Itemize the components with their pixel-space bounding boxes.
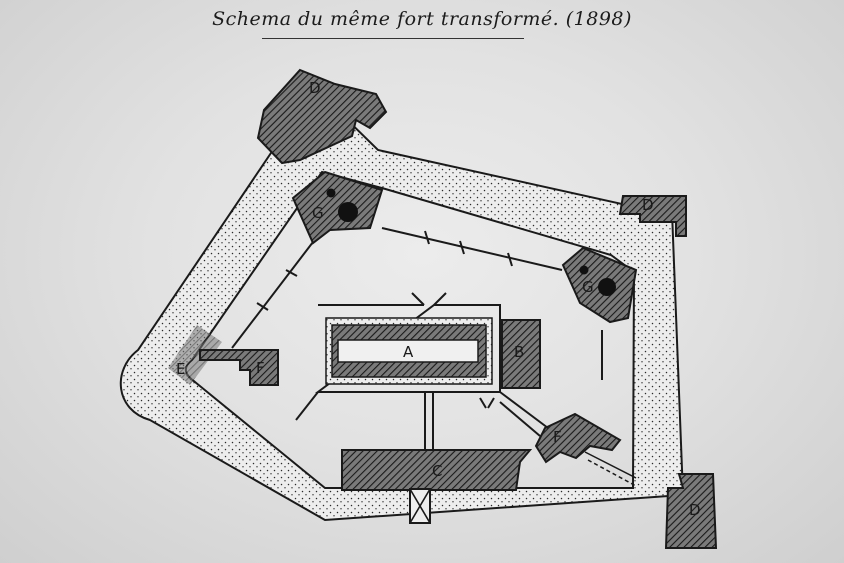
rampart-hatch-strip bbox=[168, 325, 222, 385]
plan-title: Schema du même fort transformé. (1898) bbox=[212, 8, 632, 30]
label-f-left: F bbox=[256, 359, 265, 377]
magazine-b bbox=[501, 319, 541, 389]
bastion-d-top bbox=[256, 68, 388, 165]
bastion-d-right bbox=[618, 195, 687, 237]
label-a: A bbox=[403, 343, 414, 361]
caponier-f-right bbox=[534, 412, 622, 464]
gun-turret-icon bbox=[338, 202, 358, 222]
label-g-left: G bbox=[312, 204, 324, 222]
label-d-top: D bbox=[309, 79, 321, 97]
gun-turret-icon bbox=[598, 278, 616, 296]
label-c: C bbox=[432, 462, 442, 480]
gun-turret-icon bbox=[579, 265, 589, 275]
label-f-right: F bbox=[553, 428, 562, 446]
barracks-a bbox=[337, 339, 479, 363]
caponier-f-left bbox=[199, 349, 279, 386]
label-b: B bbox=[514, 343, 524, 361]
gorge-building-c bbox=[341, 449, 533, 491]
bastion-d-bottom bbox=[664, 473, 718, 549]
title-underline bbox=[262, 38, 524, 39]
postern-passage bbox=[584, 451, 637, 487]
label-e: E bbox=[176, 360, 185, 378]
label-d-bottom: D bbox=[689, 501, 701, 519]
gate-cross-icon bbox=[409, 488, 431, 524]
gun-turret-icon bbox=[326, 188, 336, 198]
inner-passages bbox=[295, 330, 603, 450]
covered-way-top bbox=[381, 227, 563, 271]
covered-way-left bbox=[231, 241, 314, 349]
label-g-right: G bbox=[582, 278, 594, 296]
label-d-right: D bbox=[642, 196, 654, 214]
courtyard-gate bbox=[411, 292, 447, 306]
